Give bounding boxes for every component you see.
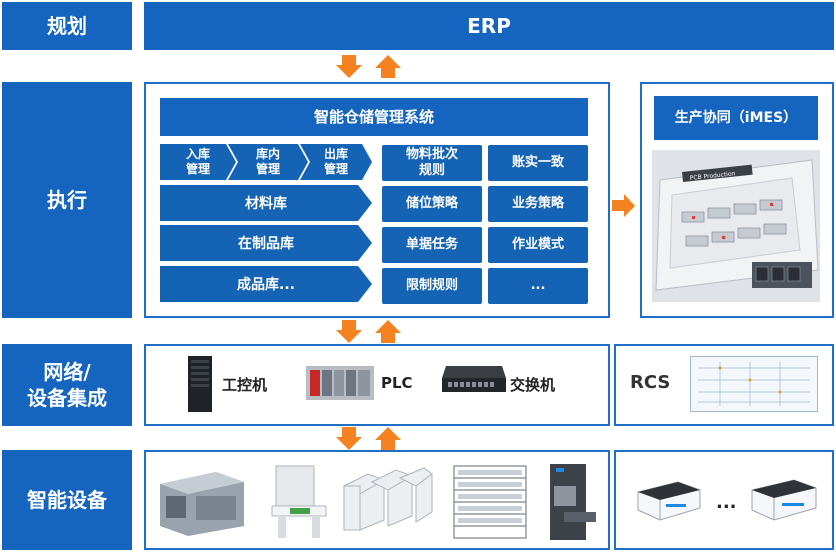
- chevron-outbound: 出库 管理: [300, 144, 372, 180]
- cell-business-strategy: 业务策略: [488, 186, 588, 222]
- agv-icon: [751, 479, 817, 521]
- row-wip: 在制品库: [160, 225, 372, 261]
- cell-document-tasks: 单据任务: [382, 227, 482, 263]
- wms-title: 智能仓储管理系统: [160, 98, 588, 136]
- production-line-image: PCB Production: [652, 150, 820, 302]
- device-exchange-arrows: [336, 427, 401, 450]
- workstation-image: [271, 465, 327, 538]
- agv-ellipsis: ...: [716, 492, 737, 513]
- rcs-label: RCS: [630, 372, 671, 393]
- down-arrow-icon: [336, 55, 362, 78]
- shelving-rack-image: [453, 465, 527, 539]
- imes-title: 生产协同（iMES）: [654, 96, 818, 140]
- industrial-pc-icon: [188, 356, 212, 412]
- layer-plan-label: 规划: [2, 2, 132, 50]
- row-finished: 成品库...: [160, 266, 372, 302]
- right-arrow-icon: [612, 194, 635, 217]
- erp-exchange-arrows: [336, 55, 401, 78]
- storage-units-image: [342, 467, 433, 531]
- chevron-inbound: 入库 管理: [160, 144, 236, 180]
- cell-restriction-rules: 限制规则: [382, 268, 482, 304]
- rcs-map-icon: [690, 356, 818, 412]
- line-screen-text: PCB Production: [689, 170, 735, 182]
- network-panel: [144, 344, 610, 426]
- cell-location-strategy: 储位策略: [382, 186, 482, 222]
- erp-bar: ERP: [144, 2, 834, 50]
- industrial-pc-label: 工控机: [222, 376, 268, 394]
- row-materials: 材料库: [160, 185, 372, 221]
- switch-label: 交换机: [510, 376, 556, 394]
- up-arrow-icon: [375, 320, 401, 343]
- layer-devices-label: 智能设备: [2, 450, 132, 550]
- cell-work-mode: 作业模式: [488, 227, 588, 263]
- layer-network-label: 网络/ 设备集成: [2, 344, 132, 426]
- up-arrow-icon: [375, 55, 401, 78]
- down-arrow-icon: [336, 320, 362, 343]
- down-arrow-icon: [336, 427, 362, 450]
- cell-batch-rules: 物料批次 规则: [382, 145, 482, 181]
- cell-more: ...: [488, 268, 588, 304]
- agv-icon: [637, 481, 701, 521]
- chevron-internal: 库内 管理: [228, 144, 308, 180]
- up-arrow-icon: [375, 427, 401, 450]
- cell-account-consistency: 账实一致: [488, 145, 588, 181]
- plc-icon: [306, 366, 374, 400]
- automated-machine-image: [160, 472, 244, 536]
- network-switch-icon: [442, 366, 506, 392]
- network-exchange-arrows: [336, 320, 401, 343]
- vertical-storage-image: [550, 464, 596, 540]
- layer-execute-label: 执行: [2, 82, 132, 318]
- plc-label: PLC: [381, 374, 413, 392]
